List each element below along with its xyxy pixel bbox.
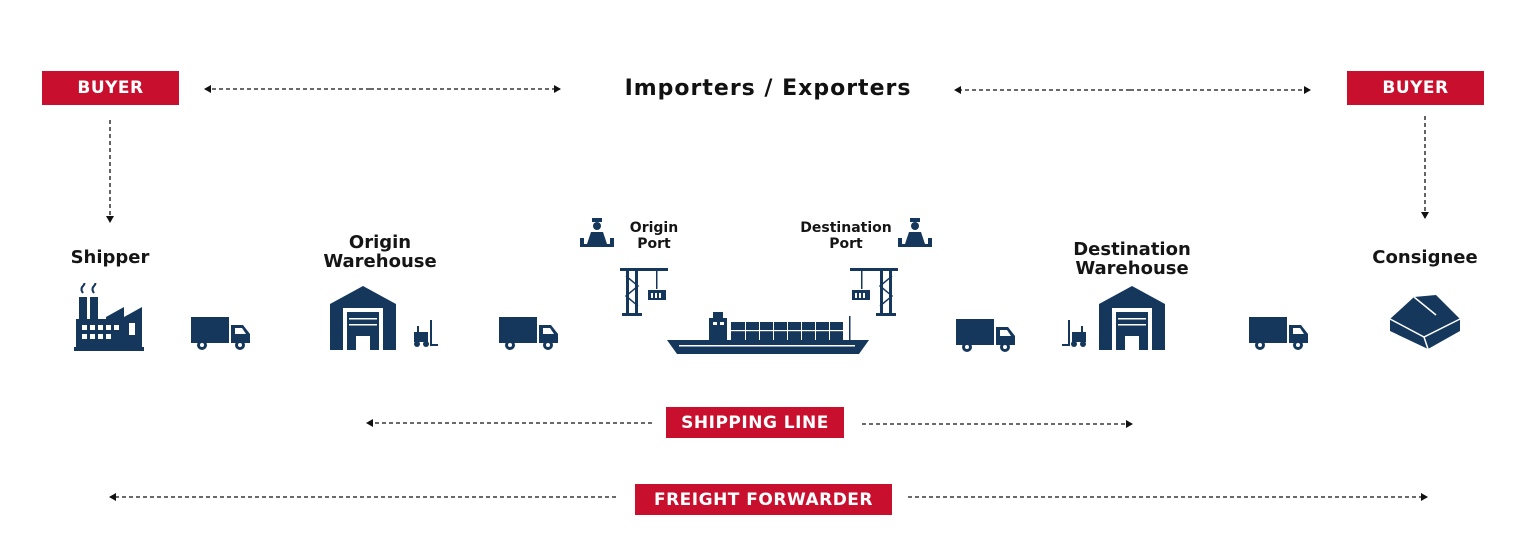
buyer-badge-left: BUYER [42,71,179,105]
truck-icon [1249,317,1308,350]
origin-port-label-line2: Port [637,236,671,252]
destination-port-label-line1: Destination [800,220,892,236]
crane-icon [620,268,668,316]
buyer-badge-right: BUYER [1347,71,1484,105]
origin-warehouse-label: Origin Warehouse [290,233,470,271]
customs-officer-icon [580,218,614,247]
cargo-ship-icon [667,312,869,354]
origin-warehouse-label-line1: Origin [348,232,412,253]
importers-exporters-title: Importers / Exporters [624,76,912,101]
truck-icon [191,317,250,350]
truck-icon [956,319,1015,352]
crane-icon [850,268,898,316]
destination-warehouse-label-line2: Warehouse [1075,258,1189,279]
factory-icon [74,283,144,351]
truck-icon [499,317,558,350]
forklift-icon [1062,320,1086,347]
customs-officer-icon [898,218,932,247]
warehouse-icon [330,286,396,350]
warehouse-icon [1099,286,1165,350]
destination-port-label-line2: Port [829,236,863,252]
destination-warehouse-label-line1: Destination [1073,239,1191,260]
consignee-box-icon [1389,295,1461,350]
consignee-label: Consignee [1372,247,1478,268]
origin-warehouse-label-line2: Warehouse [323,251,437,272]
forklift-icon [414,320,438,347]
origin-port-label-line1: Origin [629,220,679,236]
destination-warehouse-label: Destination Warehouse [1042,240,1222,278]
shipping-line-badge: SHIPPING LINE [666,407,844,438]
freight-forwarder-badge: FREIGHT FORWARDER [635,484,892,515]
shipper-label: Shipper [70,247,150,268]
destination-port-label: Destination Port [792,220,900,252]
origin-port-label: Origin Port [614,220,694,252]
